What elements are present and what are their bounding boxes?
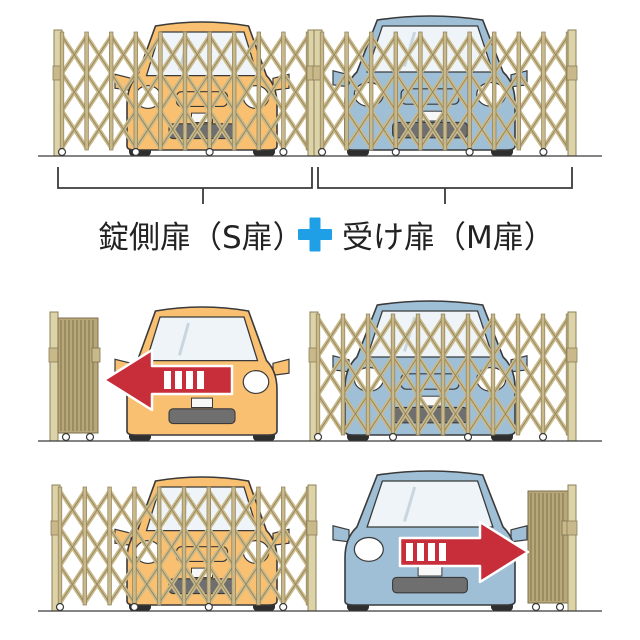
scene-left-open — [38, 300, 602, 442]
scene-both-closed: 錠側扉（S扉） 受け扉（M扉） — [38, 15, 602, 256]
bracket-right — [317, 167, 573, 204]
gate-post — [306, 484, 318, 612]
gate-left-closed — [57, 31, 311, 157]
caption-left: 錠側扉（S扉） — [98, 220, 304, 256]
gate-post — [566, 311, 578, 442]
arrow-left — [102, 348, 234, 412]
gate-right-closed — [317, 31, 571, 157]
gate-left-closed — [55, 486, 311, 612]
gate-right-closed — [313, 313, 571, 442]
arrow-right — [398, 520, 530, 584]
scene-right-open — [38, 470, 602, 612]
plus-icon — [298, 217, 332, 252]
gate-post — [566, 484, 578, 612]
bracket-left — [57, 167, 313, 204]
gate-post — [566, 29, 578, 157]
gate-right-folded — [527, 490, 571, 612]
gate-left-folded — [57, 317, 101, 442]
caption-right: 受け扉（M扉） — [342, 220, 555, 256]
